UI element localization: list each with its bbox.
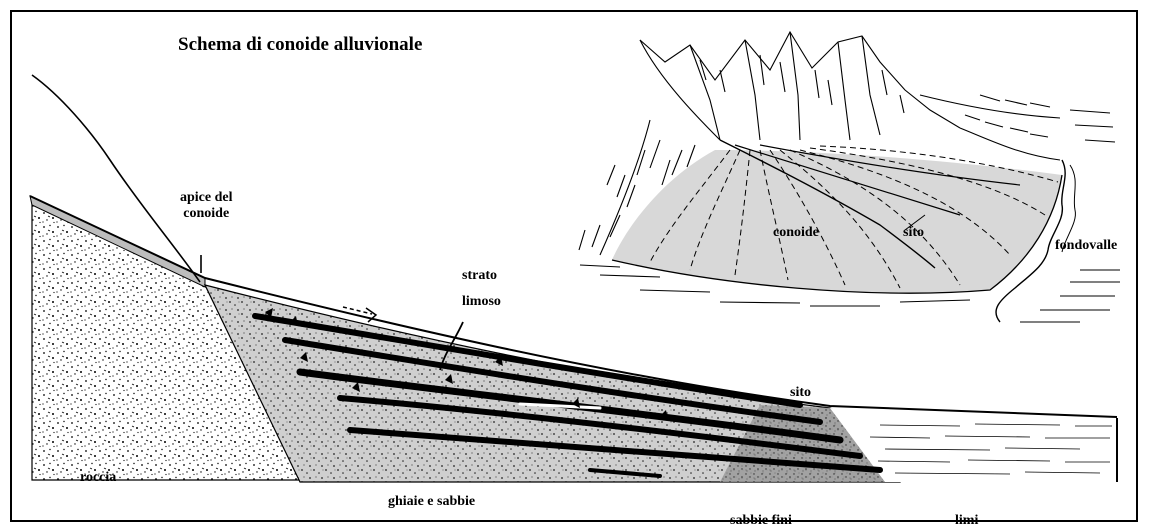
gravel-sand-label: ghiaie e sabbie [388,494,475,510]
inset-site-label: sito [903,225,924,241]
inset-landscape [579,32,1120,322]
silt-label: limi [955,513,978,529]
fine-sand-label: sabbie fini [730,513,792,529]
rock-label: roccia [80,470,116,486]
diagram-title: Schema di conoide alluvionale [178,34,422,56]
silt-layer-label-line-2: limoso [462,294,501,310]
inset-fan-label: conoide [773,225,819,241]
inset-fan-fill [612,150,1062,293]
silt-layer-label-line-1: strato [462,268,501,284]
valley-floor-label: fondovalle [1055,238,1117,254]
apex-label-line-2: conoide [180,206,233,222]
silt-layer-label: strato limoso [462,268,501,310]
site-section-label: sito [790,385,811,401]
apex-label: apice del conoide [180,190,233,222]
apex-label-line-1: apice del [180,190,233,206]
